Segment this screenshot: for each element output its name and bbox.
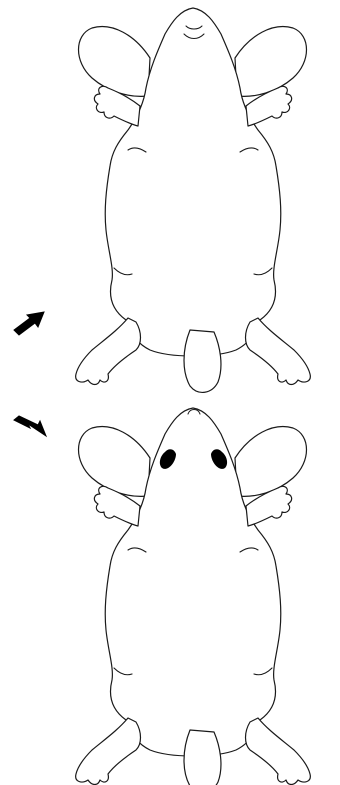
dorsal-view-mouse: [76, 408, 311, 785]
arrow-up-right-icon: [14, 312, 44, 335]
ventral-view-mouse: [76, 8, 311, 392]
arrow-down-right-icon: [14, 416, 46, 436]
